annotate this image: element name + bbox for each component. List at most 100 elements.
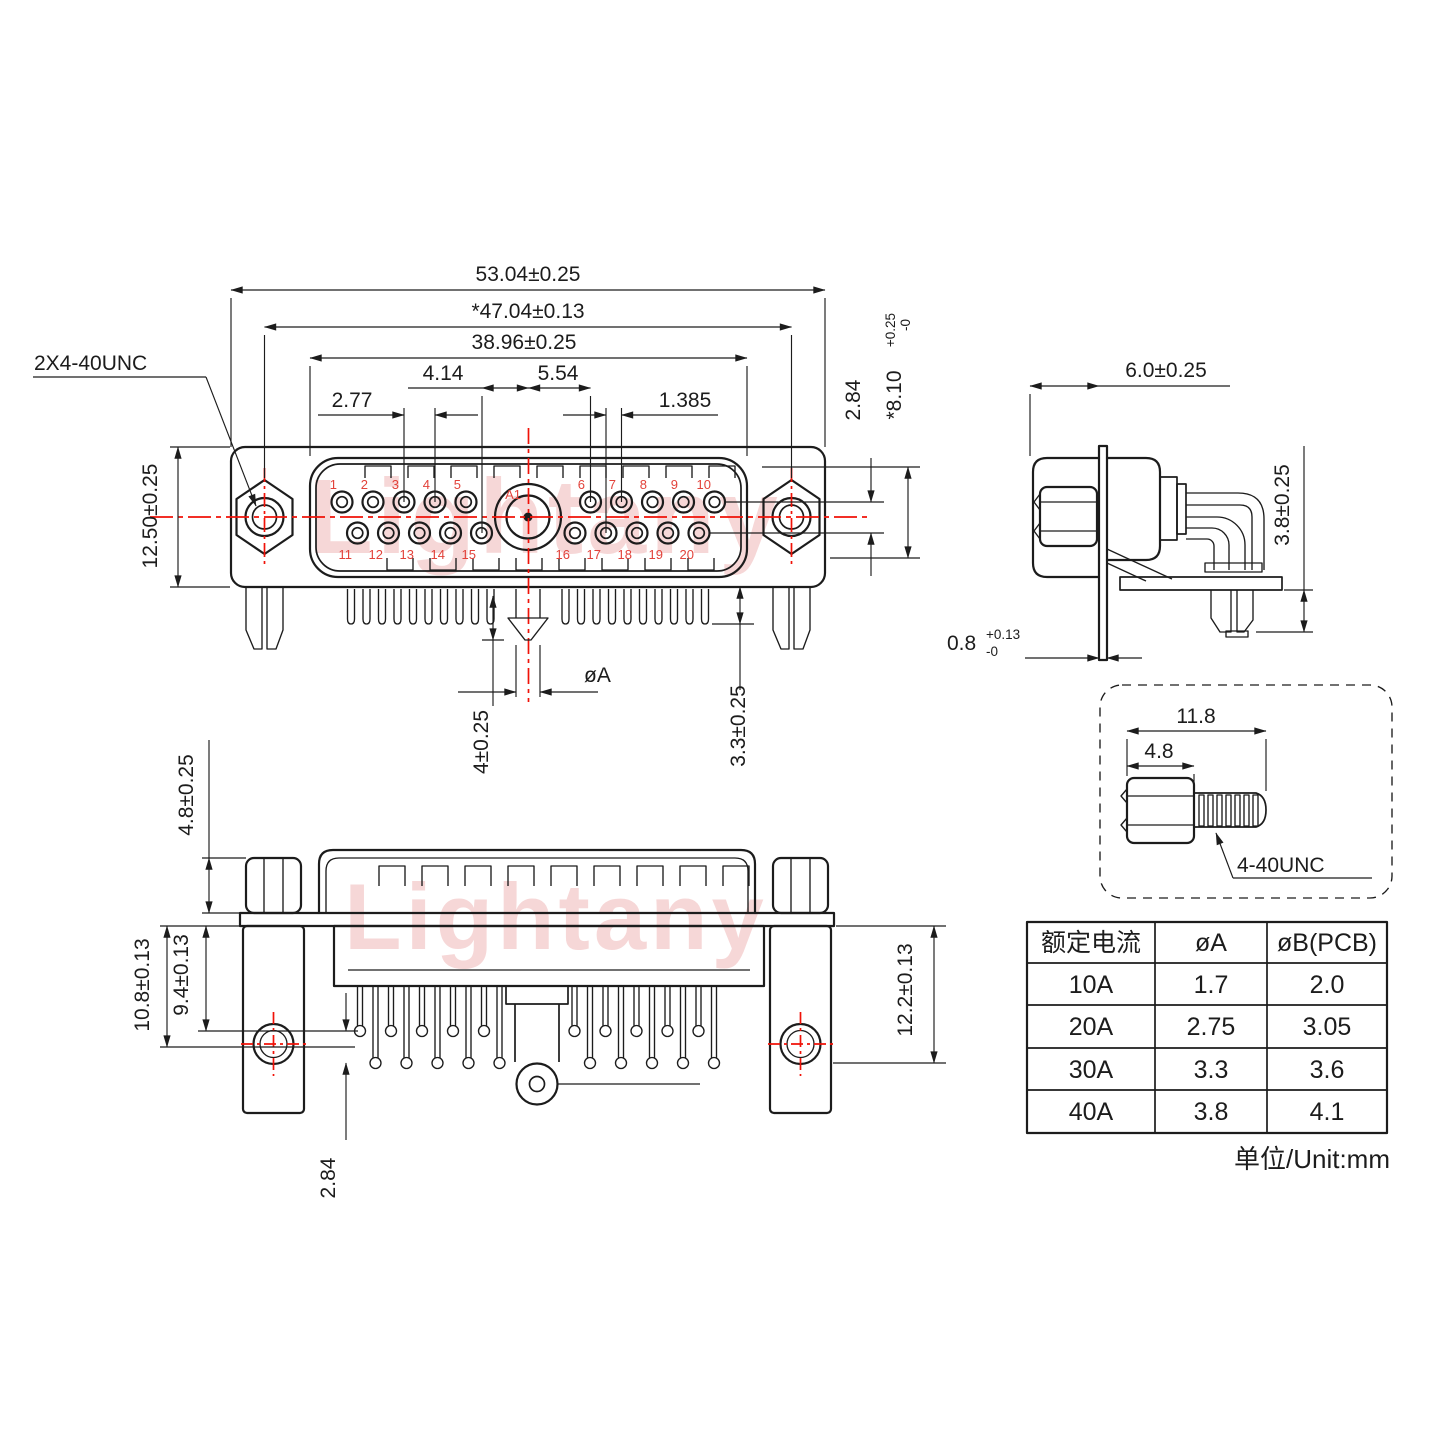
dim-shell-width: 38.96±0.25	[472, 331, 577, 354]
dim-pin-pitch: 2.77	[332, 389, 373, 412]
pin-label: 16	[556, 547, 570, 562]
detail-box	[1099, 684, 1393, 899]
pin-field-bottom	[345, 521, 711, 545]
pin-label: 6	[578, 477, 585, 492]
pcb-dimensions: 4.8±0.25 10.8±0.13 9.4±0.13 2.84 12.2±0.…	[131, 740, 946, 1198]
dim-shell-inner-tol-minus: -0	[898, 319, 913, 331]
pcb-bigpin	[505, 985, 700, 1106]
side-bracket-arm	[1106, 548, 1173, 582]
dim-plate-tol-minus: -0	[986, 644, 998, 659]
front-centerlines	[150, 428, 872, 702]
pcb-view: 4.8±0.25 10.8±0.13 9.4±0.13 2.84 12.2±0.…	[131, 740, 946, 1198]
screw-detail: 11.8 4.8 4-40UNC	[1099, 684, 1393, 899]
dim-front-depth: 6.0±0.25	[1125, 359, 1207, 382]
dim-row-offset: 1.385	[659, 389, 712, 412]
pin-label: 2	[361, 477, 368, 492]
pin-label: 12	[369, 547, 383, 562]
dim-big-pin-len: 4±0.25	[470, 710, 493, 774]
table-cell: 3.8	[1194, 1098, 1229, 1126]
side-snap-peg	[1210, 590, 1254, 638]
side-shell-shroud	[1031, 456, 1101, 579]
side-insulator-step1	[1159, 476, 1178, 541]
pcb-shell-top	[317, 848, 757, 915]
pcb-leg-right	[768, 924, 833, 1115]
side-pin-base	[1204, 562, 1263, 573]
table-cell: 10A	[1069, 971, 1114, 999]
pin-label: 4	[423, 477, 430, 492]
dim-len-front: 12.2±0.13	[894, 943, 917, 1036]
pin-label: 8	[640, 477, 647, 492]
dim-plate-tol-plus: +0.13	[986, 627, 1020, 642]
shell-notches-bottom	[386, 558, 715, 571]
table-cell: 2.0	[1310, 971, 1345, 999]
pin-numbers: 1 2 3 4 5 6 7 8 9 10 11 12 13 14 15 16 1…	[330, 477, 711, 562]
table-header-current: 额定电流	[1041, 929, 1141, 957]
pin-label: 11	[339, 547, 353, 562]
pin-label: 13	[400, 547, 414, 562]
side-insulator-body	[1105, 456, 1162, 562]
pin-label: 10	[697, 477, 711, 492]
pin-label: 15	[462, 547, 476, 562]
dim-plate-thickness: 0.8	[947, 632, 976, 655]
front-boardlock-left	[245, 588, 284, 650]
dim-shell-inner: *8.10	[883, 370, 906, 419]
dim-nut-height: 4.8±0.25	[175, 754, 198, 836]
pin-label: 9	[671, 477, 678, 492]
side-foot-plate	[1119, 576, 1283, 591]
screw-threads	[1198, 794, 1259, 827]
front-boardlock-right	[772, 588, 811, 650]
pcb-shell-notches	[378, 865, 750, 886]
table-cell: 3.3	[1194, 1056, 1229, 1084]
dim-overall-width: 53.04±0.25	[476, 263, 581, 286]
table-cell: 2.75	[1187, 1013, 1236, 1041]
pin-label: 1	[330, 477, 337, 492]
pin-label: 14	[431, 547, 445, 562]
table-header-dia-a: øA	[1195, 929, 1227, 957]
unit-note: 单位/Unit:mm	[1234, 1144, 1390, 1174]
dim-snap-height: 3.8±0.25	[1271, 464, 1294, 546]
thread-callout: 2X4-40UNC	[34, 352, 147, 375]
dim-row-gap-pcb: 2.84	[317, 1157, 340, 1198]
screw-thread-label: 4-40UNC	[1237, 854, 1325, 877]
dim-row-gap: 2.84	[842, 379, 865, 420]
pin-label: 18	[618, 547, 632, 562]
dim-pin-dia: øA	[584, 664, 611, 687]
dim-a1-left-gap: 4.14	[423, 362, 464, 385]
a1-label: A1	[505, 487, 521, 502]
pcb-leg-left	[241, 924, 306, 1115]
pcb-pins	[353, 986, 721, 1070]
table-cell: 1.7	[1194, 971, 1229, 999]
side-bracket-plate	[1097, 444, 1109, 662]
dim-screw-head-len: 4.8	[1144, 740, 1173, 763]
side-dimensions: 6.0±0.25 3.8±0.25 0.8 +0.13 -0	[947, 359, 1313, 662]
pin-label: 3	[392, 477, 399, 492]
dim-screw-total-len: 11.8	[1176, 705, 1215, 728]
front-dimensions: 53.04±0.25 *47.04±0.13 38.96±0.25 4.14 5…	[33, 263, 920, 774]
table-cell: 40A	[1069, 1098, 1114, 1126]
front-view: 1 2 3 4 5 6 7 8 9 10 11 12 13 14 15 16 1…	[33, 263, 920, 774]
dim-len-mid: 9.4±0.13	[170, 934, 193, 1016]
pin-label: 19	[649, 547, 663, 562]
dim-len-back: 10.8±0.13	[131, 938, 154, 1031]
front-bigpin-tail	[507, 589, 549, 641]
thumbscrew	[1120, 776, 1267, 845]
dim-shell-inner-tol-plus: +0.25	[883, 313, 898, 347]
dim-a1-right-gap: 5.54	[538, 362, 579, 385]
table-cell: 20A	[1069, 1013, 1114, 1041]
table-header-dia-b: øB(PCB)	[1277, 929, 1377, 957]
table-cell: 30A	[1069, 1056, 1114, 1084]
pin-label: 17	[587, 547, 601, 562]
pin-label: 5	[454, 477, 461, 492]
side-bent-pins	[1186, 492, 1265, 570]
pcb-nut-right	[771, 856, 830, 915]
side-jackscrew-head	[1033, 485, 1099, 548]
pcb-nut-left	[244, 856, 303, 915]
table-cell: 4.1	[1310, 1098, 1345, 1126]
pin-label: 7	[609, 477, 616, 492]
table-cell: 3.05	[1303, 1013, 1352, 1041]
watermark-bottom: Lightany	[344, 864, 768, 969]
table-cell: 3.6	[1310, 1056, 1345, 1084]
dim-mount-spacing: *47.04±0.13	[471, 300, 584, 323]
spec-table: 额定电流 øA øB(PCB) 10A 1.7 2.0 20A 2.75 3.0…	[1025, 920, 1390, 1174]
